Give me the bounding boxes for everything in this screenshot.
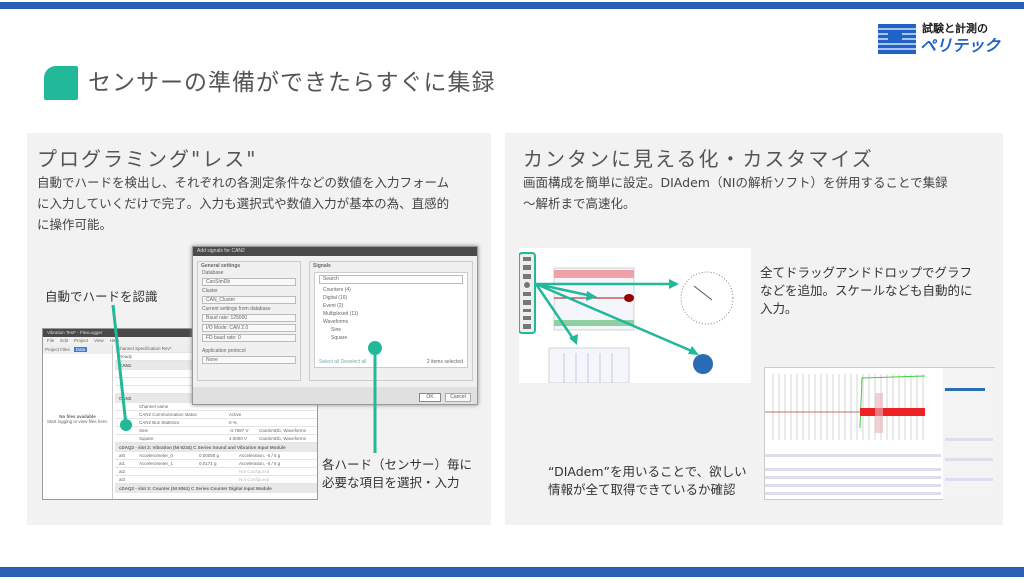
bottom-bar bbox=[0, 567, 1024, 577]
table-row: Channel name bbox=[115, 403, 317, 411]
callout-detect: 自動でハードを認識 bbox=[45, 289, 158, 304]
tree-item[interactable]: Counters (4) bbox=[323, 287, 351, 293]
left-heading: プログラミング"レス" bbox=[37, 147, 258, 171]
dialog-title: Add signals for CAN2 bbox=[197, 248, 245, 254]
deselect-all-link[interactable]: Deselect all bbox=[340, 359, 367, 365]
callout-dnd: 全てドラッグアンドドロップでグラフ などを追加。スケールなども自動的に 入力。 bbox=[760, 265, 973, 316]
search-input[interactable]: Search bbox=[319, 275, 463, 284]
left-body: 自動でハードを検出し、それぞれの各測定条件などの数値を入力フォーム に入力してい… bbox=[37, 175, 450, 232]
selected-count: 2 items selected bbox=[426, 359, 463, 365]
callout-dot-select bbox=[368, 341, 382, 355]
cluster-select[interactable]: CAN_Cluster bbox=[202, 296, 296, 304]
general-settings: General settings Database CanSimDb Clust… bbox=[197, 261, 301, 381]
tab-data[interactable]: Data bbox=[73, 347, 88, 352]
tree-item[interactable]: Digital (16) bbox=[323, 295, 348, 301]
signals-group: Signals Search Counters (4) Digital (16)… bbox=[309, 261, 473, 381]
ok-button[interactable]: OK bbox=[419, 393, 441, 402]
dashboard-preview bbox=[518, 252, 734, 384]
select-all-link[interactable]: Select all bbox=[319, 359, 340, 365]
tree-item[interactable]: Waveforms bbox=[323, 319, 349, 325]
menu-view[interactable]: View bbox=[94, 338, 104, 343]
menu-bar: File Edit Project View Help bbox=[43, 337, 317, 345]
diadem-preview bbox=[765, 368, 996, 501]
menu-help[interactable]: Help bbox=[109, 338, 119, 343]
callout-select: 各ハード（センサー）毎に 必要な項目を選択・入力 bbox=[322, 457, 473, 490]
logo-text-bottom: ペリテック bbox=[920, 36, 1001, 55]
menu-edit[interactable]: Edit bbox=[60, 338, 69, 343]
no-files-sub: Start logging to view files here. bbox=[46, 419, 109, 424]
doc-tab[interactable]: Channel Specification Rev* bbox=[117, 346, 172, 351]
app-title: Vibration Test* - FlexLogger bbox=[47, 330, 103, 335]
callout-line-detect bbox=[111, 304, 128, 426]
top-bar bbox=[0, 2, 1024, 9]
dashboard-screenshot bbox=[518, 248, 751, 384]
status: Ready bbox=[119, 354, 133, 359]
callout-diadem: “DIAdem”を用いることで、欲しい 情報が全て取得できているか確認 bbox=[548, 464, 747, 497]
logo-mark-icon bbox=[878, 24, 916, 54]
protocol-select[interactable]: None bbox=[202, 356, 296, 364]
section-can1[interactable]: CAN1 bbox=[119, 363, 132, 368]
tree-item[interactable]: Square bbox=[331, 335, 348, 341]
diadem-screenshot bbox=[764, 367, 996, 501]
menu-file[interactable]: File bbox=[47, 338, 55, 343]
title-marker bbox=[44, 66, 78, 100]
section-can2[interactable]: CAN2 bbox=[119, 396, 132, 401]
page-title: センサーの準備ができたらすぐに集録 bbox=[88, 70, 496, 96]
add-signals-dialog: Add signals for CAN2 General settings Da… bbox=[192, 246, 478, 405]
cancel-button[interactable]: Cancel bbox=[445, 393, 471, 402]
fd-baud: FD baud rate: 0 bbox=[202, 334, 296, 342]
no-files-label: No files available bbox=[59, 414, 96, 419]
logo: 試験と計測の ペリテック bbox=[878, 22, 1002, 56]
tree-item[interactable]: Event (2) bbox=[323, 303, 344, 309]
tree-item[interactable]: Multiplexed (11) bbox=[323, 311, 359, 317]
callout-dot-detect bbox=[120, 419, 132, 431]
database-select[interactable]: CanSimDb bbox=[202, 278, 296, 286]
section-mod2[interactable]: cDAQ2 - slot 2: Vibration (NI 9234) C Se… bbox=[119, 445, 286, 450]
tree-item[interactable]: Sine bbox=[331, 327, 342, 333]
logo-text-top: 試験と計測の bbox=[922, 22, 988, 35]
io-mode: I/O Mode: CAN 2.0 bbox=[202, 324, 296, 332]
baud-rate: Baud rate: 125000 bbox=[202, 314, 296, 322]
menu-project[interactable]: Project bbox=[74, 338, 89, 343]
tab-project-files[interactable]: Project Files bbox=[45, 347, 70, 352]
right-body: 画面構成を簡単に設定。DIAdem（NIの解析ソフト）を併用することで集録 〜解… bbox=[523, 175, 948, 211]
section-mod3[interactable]: cDAQ2 - slot 3: Counter (NI 9361) C Seri… bbox=[119, 486, 272, 491]
right-heading: カンタンに見える化・カスタマイズ bbox=[523, 147, 874, 171]
